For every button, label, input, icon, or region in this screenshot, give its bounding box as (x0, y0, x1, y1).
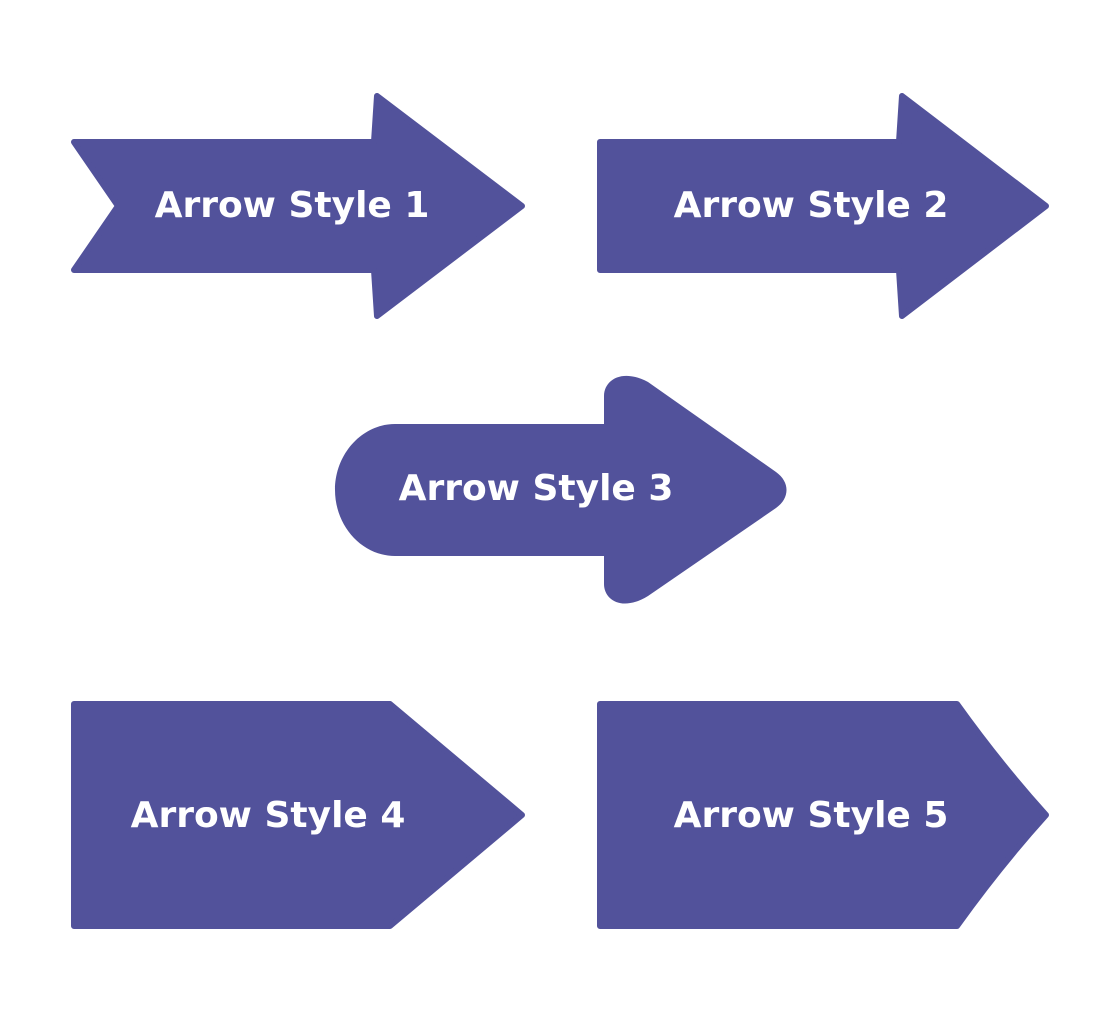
arrow-style-2: Arrow Style 2 (597, 93, 1049, 319)
arrow-style-2-shape (597, 93, 1049, 319)
arrow-style-4-shape (71, 701, 525, 929)
arrow-style-5: Arrow Style 5 (597, 701, 1049, 929)
arrow-style-3: Arrow Style 3 (335, 375, 787, 604)
arrow-style-5-label: Arrow Style 5 (674, 795, 949, 836)
arrow-style-2-label: Arrow Style 2 (674, 185, 949, 226)
arrow-style-3-label: Arrow Style 3 (399, 468, 674, 509)
arrow-style-1-label: Arrow Style 1 (155, 185, 430, 226)
arrow-style-1: Arrow Style 1 (71, 93, 525, 319)
arrow-style-4: Arrow Style 4 (71, 701, 525, 929)
arrow-style-4-label: Arrow Style 4 (131, 795, 406, 836)
arrow-style-3-shape (335, 375, 787, 604)
arrow-style-1-shape (71, 93, 525, 319)
arrow-style-5-shape (597, 701, 1049, 929)
